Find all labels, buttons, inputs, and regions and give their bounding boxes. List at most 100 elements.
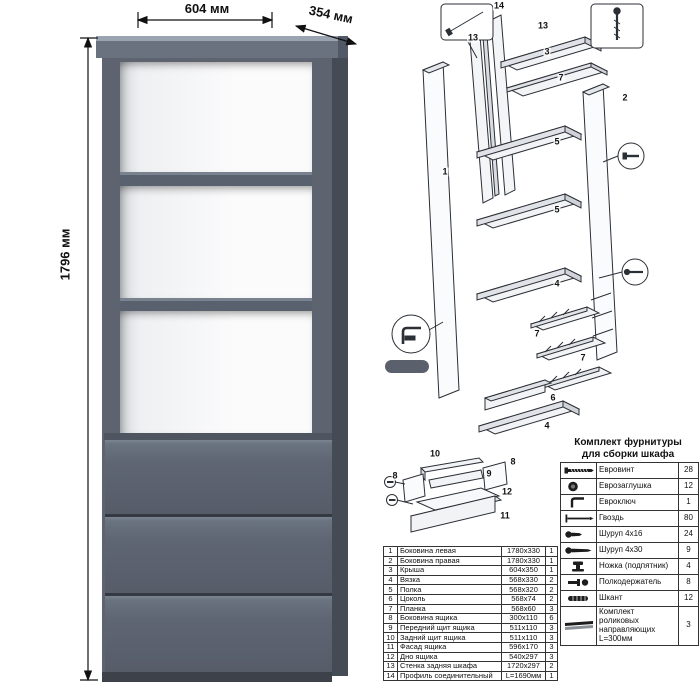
part-name: Задний щит ящика [397, 632, 502, 643]
shelf-board-2 [120, 298, 312, 311]
hardware-qty: 12 [678, 478, 699, 495]
rail-plank-7b [529, 306, 601, 331]
part-number: 5 [383, 584, 398, 595]
part-callout: 14 [492, 0, 506, 11]
height-dimension-label: 1796 мм [57, 228, 73, 281]
part-name: Передний щит ящика [397, 622, 502, 634]
euroscrew-detail-circle [602, 142, 645, 170]
plinth-6 [483, 379, 553, 411]
drawer-gap [105, 514, 332, 517]
drawer-front-3 [105, 596, 332, 672]
part-qty: 3 [545, 651, 558, 663]
hardware-name: Шуруп 4x30 [596, 542, 679, 559]
part-size: 596x170 [501, 641, 546, 653]
hardware-row: Ножка (подпятник) 4 [560, 558, 699, 575]
parts-table-row: 13 Стенка задняя шкафа 1720x297 2 [383, 661, 558, 672]
shelf-board-1 [120, 172, 312, 186]
hardware-name: Еврозаглушка [596, 478, 679, 495]
part-qty: 2 [545, 661, 558, 672]
hardware-kit-table: Евровинт 28 Еврозаглушка 12 Евроключ 1 [560, 462, 699, 646]
hardware-name: Полкодержатель [596, 574, 679, 591]
hardware-row: Еврозаглушка 12 [560, 478, 699, 495]
part-number: 12 [383, 651, 398, 663]
hardware-kit-title-line1: Комплект фурнитуры [574, 437, 682, 448]
part-number: 2 [383, 555, 398, 567]
part-qty: 3 [545, 622, 558, 634]
dimension-arrows [80, 12, 358, 682]
parts-table-row: 10 Задний щит ящика 511x110 3 [383, 632, 558, 643]
hardware-qty: 3 [678, 606, 699, 646]
parts-table-row: 5 Полка 568x320 2 [383, 584, 558, 595]
drawer-side-8b [482, 461, 508, 491]
part-name: Боковина левая [397, 546, 502, 557]
hardware-qty: 24 [678, 526, 699, 543]
parts-table-row: 7 Планка 568x60 3 [383, 603, 558, 615]
hardware-name: Гвоздь [596, 510, 679, 527]
drawer-front-9 [428, 469, 484, 489]
part-qty: 3 [545, 641, 558, 653]
hardware-name: Шкант [596, 590, 679, 607]
cabinet-top-edge [338, 36, 348, 58]
parts-table-row: 8 Боковина ящика 300x110 6 [383, 613, 558, 624]
parts-table-row: 14 Профиль соединительный L=1690мм 1 [383, 670, 558, 682]
part-name: Вязка [397, 574, 502, 586]
shelf-5a [475, 125, 583, 161]
part-qty: 1 [545, 555, 558, 567]
part-callout: 9 [485, 468, 493, 479]
part-name: Цоколь [397, 593, 502, 605]
drawer-side-8a [402, 473, 426, 503]
part-qty: 1 [545, 565, 558, 576]
part-size: 604x350 [501, 565, 546, 576]
part-callout: 10 [428, 448, 442, 459]
part-callout: 13 [536, 20, 550, 31]
hardware-qty: 4 [678, 558, 699, 575]
hardware-name: Евровинт [596, 462, 679, 479]
part-size: 1780x330 [501, 546, 546, 557]
hardware-icon [560, 494, 597, 511]
part-callout: 5 [553, 136, 561, 147]
part-callout: 2 [621, 92, 629, 103]
parts-table-row: 11 Фасад ящика 596x170 3 [383, 641, 558, 653]
hardware-row: Шуруп 4x30 9 [560, 542, 699, 559]
part-name: Боковина правая [397, 555, 502, 567]
part-number: 9 [383, 622, 398, 634]
hardware-name: Шуруп 4x16 [596, 526, 679, 543]
hardware-name: Евроключ [596, 494, 679, 511]
part-name: Крыша [397, 565, 502, 576]
part-number: 8 [383, 613, 398, 624]
part-name: Стенка задняя шкафа [397, 661, 502, 672]
hardware-qty: 9 [678, 542, 699, 559]
part-callout: 1 [441, 166, 449, 177]
parts-table-row: 6 Цоколь 568x74 2 [383, 593, 558, 605]
exploded-assembly-diagram: 14 13 13 3 7 2 5 1 5 4 7 7 [385, 0, 650, 447]
hardware-row: Евроключ 1 [560, 494, 699, 511]
part-number: 7 [383, 603, 398, 615]
drawer-front-1 [105, 440, 332, 514]
shelf-5b [475, 193, 583, 229]
part-callout: 11 [499, 510, 511, 521]
part-callout: 13 [466, 32, 480, 43]
drawer-gap [105, 593, 332, 596]
hardware-qty: 1 [678, 494, 699, 511]
drawer-section-rail [104, 433, 332, 440]
part-callout: 6 [549, 392, 557, 403]
parts-table-row: 4 Вязка 568x330 2 [383, 574, 558, 586]
parts-table-row: 9 Передний щит ящика 511x110 3 [383, 622, 558, 634]
drawer-bottom-12 [415, 487, 501, 511]
exploded-drawing [385, 3, 649, 435]
part-name: Планка [397, 603, 502, 615]
part-number: 13 [383, 661, 398, 672]
parts-table-row: 12 Дно ящика 540x297 3 [383, 651, 558, 663]
part-number: 1 [383, 546, 398, 557]
cross-panel-4a [475, 267, 583, 303]
part-size: 568x60 [501, 603, 546, 615]
parts-table-row: 1 Боковина левая 1780x330 1 [383, 546, 558, 557]
hardware-icon [560, 542, 597, 559]
part-size: 511x110 [501, 622, 546, 634]
top-panel-3 [499, 36, 603, 71]
part-callout: 5 [553, 204, 561, 215]
part-qty: 1 [545, 546, 558, 557]
part-size: 568x320 [501, 584, 546, 595]
part-callout: 7 [579, 352, 587, 363]
